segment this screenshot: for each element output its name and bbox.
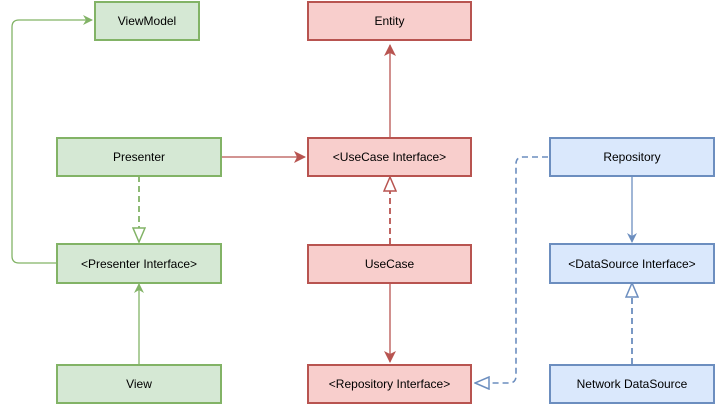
node-repository[interactable]: Repository xyxy=(549,137,715,177)
node-presenter-interface[interactable]: <Presenter Interface> xyxy=(56,243,222,284)
node-usecase[interactable]: UseCase xyxy=(307,244,472,284)
edge-repository-implements-repository-interface xyxy=(475,156,548,383)
node-viewmodel[interactable]: ViewModel xyxy=(94,1,200,41)
node-network-datasource[interactable]: Network DataSource xyxy=(549,364,715,404)
node-usecase-interface[interactable]: <UseCase Interface> xyxy=(307,137,472,177)
edge-presenter-interface-to-viewmodel xyxy=(11,15,93,264)
node-presenter[interactable]: Presenter xyxy=(56,137,222,177)
node-datasource-interface[interactable]: <DataSource Interface> xyxy=(549,243,715,284)
node-view[interactable]: View xyxy=(56,364,222,404)
node-repository-interface[interactable]: <Repository Interface> xyxy=(307,364,472,404)
node-entity[interactable]: Entity xyxy=(307,1,472,41)
